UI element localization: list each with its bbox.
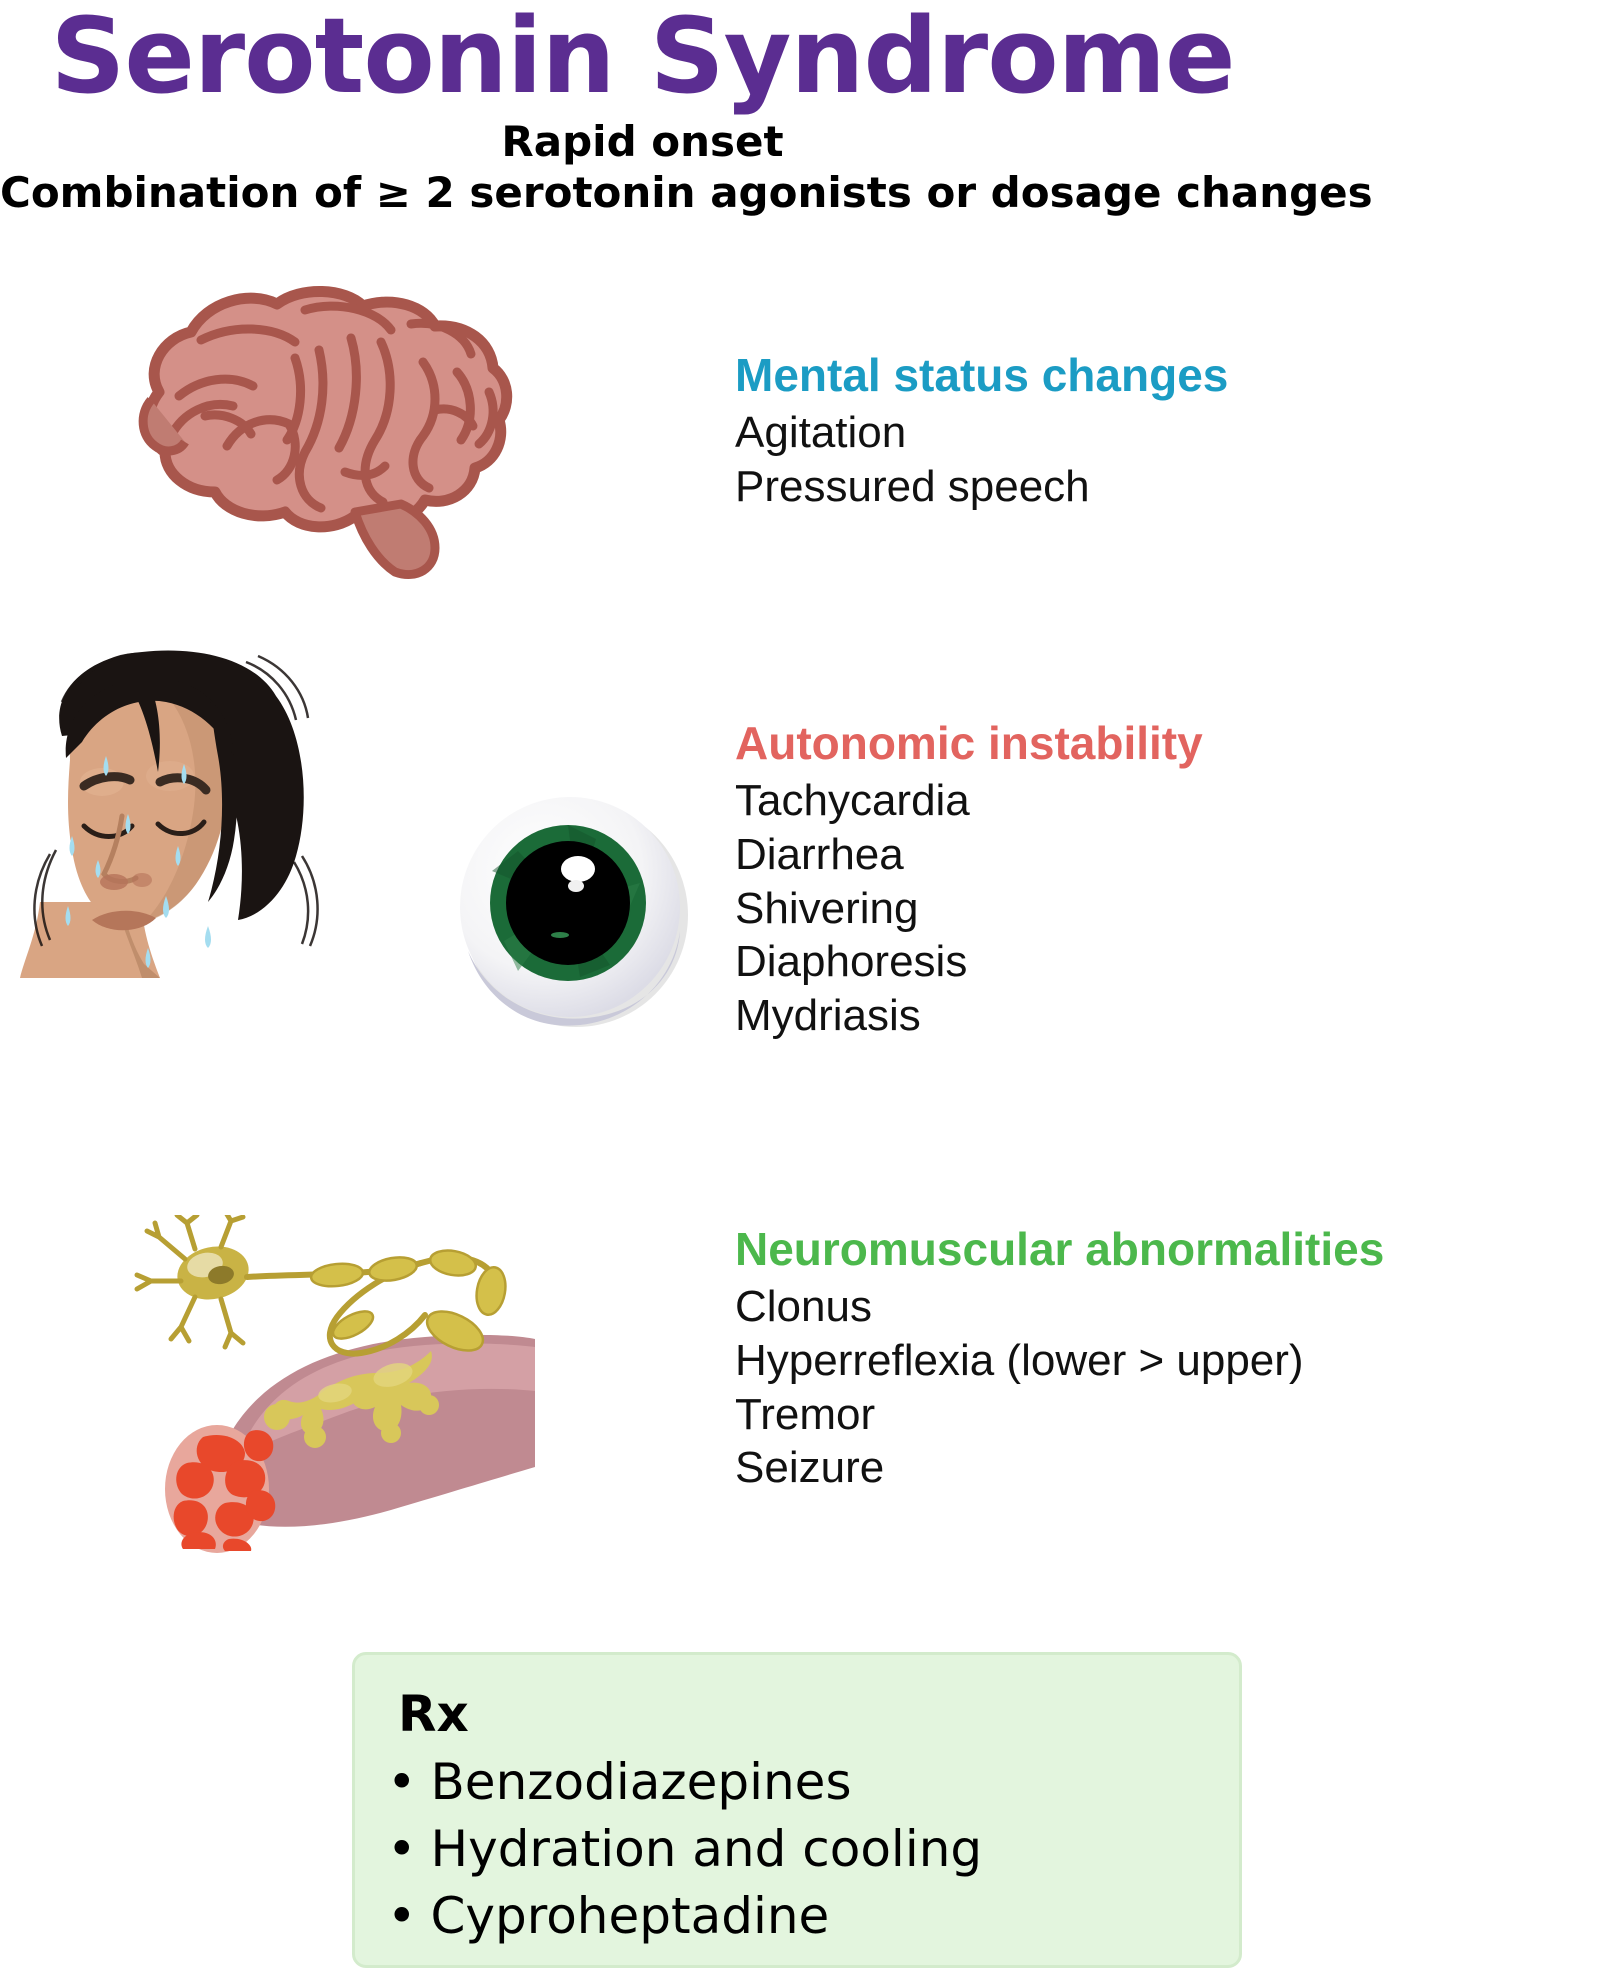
list-item: Agitation: [735, 408, 907, 458]
rx-item-label: Cyproheptadine: [430, 1887, 830, 1945]
list-item: Hyperreflexia (lower > upper): [735, 1335, 1304, 1385]
header: Serotonin Syndrome Rapid onset Combinati…: [0, 0, 1373, 218]
bullet-icon: •: [387, 1887, 417, 1945]
list-item: Diaphoresis: [735, 937, 968, 987]
dilated-eye-illustration: [420, 755, 720, 1055]
page-title: Serotonin Syndrome: [50, 0, 1235, 117]
symptom-list-autonomic-instability: Tachycardia Diarrhea Shivering Diaphores…: [735, 774, 1203, 1042]
list-item: Seizure: [735, 1443, 885, 1493]
rx-treatment-panel: Rx •Benzodiazepines •Hydration and cooli…: [352, 1652, 1242, 1968]
section-mental-status-changes: Mental status changes Agitation Pressure…: [735, 348, 1228, 514]
symptom-list-neuromuscular-abnormalities: Clonus Hyperreflexia (lower > upper) Tre…: [735, 1280, 1384, 1495]
rx-item-label: Benzodiazepines: [430, 1753, 852, 1811]
rx-item-label: Hydration and cooling: [430, 1820, 983, 1878]
subtitle-combination: Combination of ≥ 2 serotonin agonists or…: [0, 168, 1373, 218]
section-neuromuscular-abnormalities: Neuromuscular abnormalities Clonus Hyper…: [735, 1222, 1384, 1495]
list-item: Clonus: [735, 1282, 872, 1332]
bullet-icon: •: [387, 1753, 417, 1811]
subtitle-rapid-onset: Rapid onset: [501, 117, 784, 166]
rx-treatment-list: •Benzodiazepines •Hydration and cooling …: [355, 1749, 1239, 1950]
list-item: •Benzodiazepines: [387, 1749, 1239, 1816]
list-item: Shivering: [735, 883, 919, 933]
brain-illustration: [105, 280, 535, 580]
list-item: •Hydration and cooling: [387, 1816, 1239, 1883]
list-item: Diarrhea: [735, 829, 904, 879]
section-heading-neuromuscular-abnormalities: Neuromuscular abnormalities: [735, 1223, 1385, 1275]
section-autonomic-instability: Autonomic instability Tachycardia Diarrh…: [735, 716, 1203, 1043]
rx-title: Rx: [398, 1685, 469, 1743]
list-item: Tremor: [735, 1389, 876, 1439]
list-item: Tachycardia: [735, 776, 970, 826]
section-heading-autonomic-instability: Autonomic instability: [735, 717, 1203, 769]
muscle-neuron-illustration: [125, 1208, 535, 1555]
list-item: •Cyproheptadine: [387, 1883, 1239, 1950]
sweating-face-illustration: [10, 640, 410, 980]
bullet-icon: •: [387, 1820, 417, 1878]
symptom-list-mental-status-changes: Agitation Pressured speech: [735, 406, 1228, 513]
section-heading-mental-status-changes: Mental status changes: [735, 349, 1229, 401]
list-item: Mydriasis: [735, 990, 921, 1040]
list-item: Pressured speech: [735, 461, 1090, 511]
